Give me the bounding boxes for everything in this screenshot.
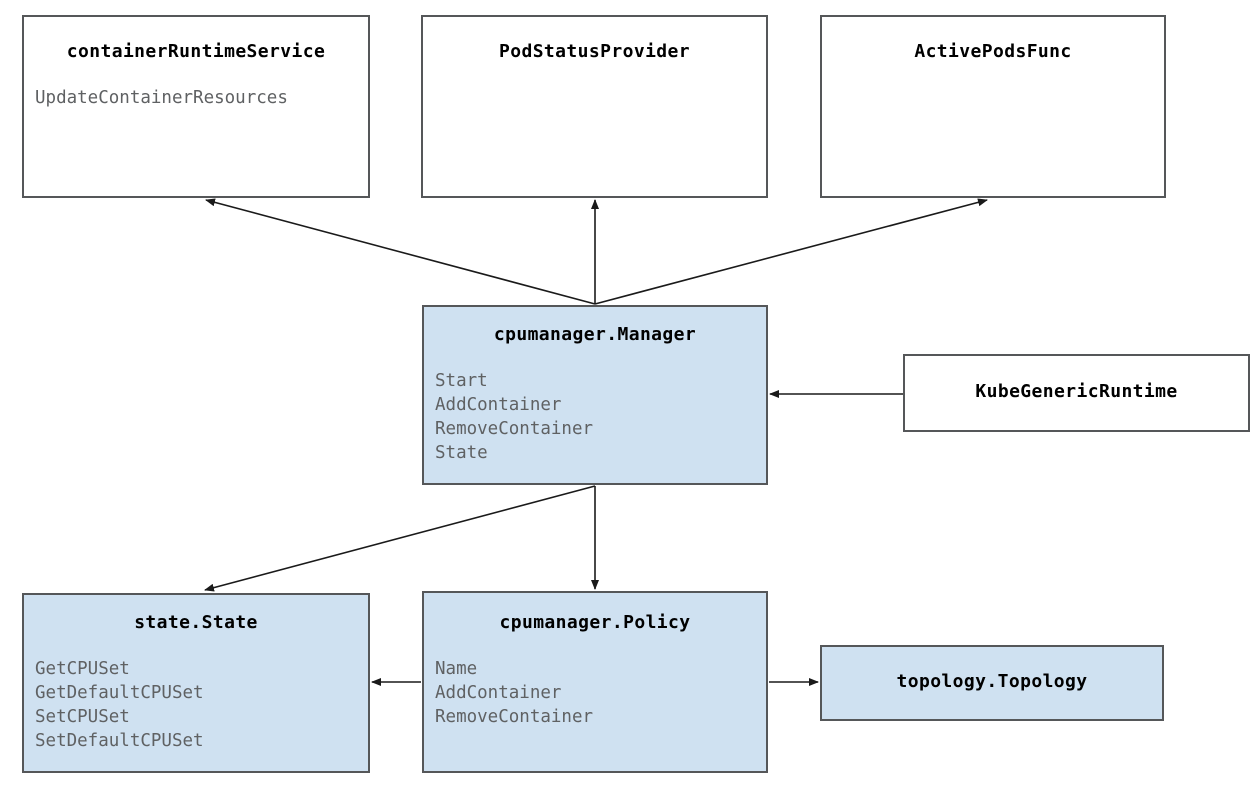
node-title: cpumanager.Manager: [493, 324, 697, 345]
node-container-runtime-service[interactable]: containerRuntimeService UpdateContainerR…: [22, 15, 370, 198]
node-pod-status-provider[interactable]: PodStatusProvider: [421, 15, 768, 198]
node-member: RemoveContainer: [435, 419, 594, 439]
node-title: state.State: [134, 612, 258, 633]
node-cpumanager-policy[interactable]: cpumanager.Policy Name AddContainer Remo…: [422, 591, 768, 773]
node-member: RemoveContainer: [435, 707, 594, 727]
node-title: PodStatusProvider: [498, 41, 691, 62]
edge-manager-to-containerruntimeservice: [205, 198, 596, 305]
node-title: cpumanager.Policy: [499, 612, 691, 633]
node-member: State: [435, 443, 488, 463]
node-member: AddContainer: [435, 395, 562, 415]
node-member: SetDefaultCPUSet: [35, 731, 204, 751]
node-member: SetCPUSet: [35, 707, 130, 727]
node-title: ActivePodsFunc: [914, 41, 1072, 62]
node-kube-generic-runtime[interactable]: KubeGenericRuntime: [903, 354, 1250, 432]
node-members: UpdateContainerResources: [35, 86, 288, 110]
node-member: UpdateContainerResources: [35, 88, 288, 108]
node-member: AddContainer: [435, 683, 562, 703]
node-member: GetDefaultCPUSet: [35, 683, 204, 703]
node-title: KubeGenericRuntime: [975, 381, 1178, 402]
node-title: containerRuntimeService: [66, 41, 326, 62]
node-cpumanager-manager[interactable]: cpumanager.Manager Start AddContainer Re…: [422, 305, 768, 485]
node-member: GetCPUSet: [35, 659, 130, 679]
node-member: Start: [435, 371, 488, 391]
node-topology-topology[interactable]: topology.Topology: [820, 645, 1164, 721]
node-member: Name: [435, 659, 478, 679]
node-state-state[interactable]: state.State GetCPUSet GetDefaultCPUSet S…: [22, 593, 370, 773]
edge-manager-to-state: [204, 485, 596, 592]
node-title: topology.Topology: [896, 671, 1088, 692]
node-members: Start AddContainer RemoveContainer State: [435, 369, 593, 465]
node-members: Name AddContainer RemoveContainer: [435, 657, 593, 729]
node-active-pods-func[interactable]: ActivePodsFunc: [820, 15, 1166, 198]
node-members: GetCPUSet GetDefaultCPUSet SetCPUSet Set…: [35, 657, 204, 753]
edge-manager-to-activepodsfunc: [594, 198, 988, 305]
